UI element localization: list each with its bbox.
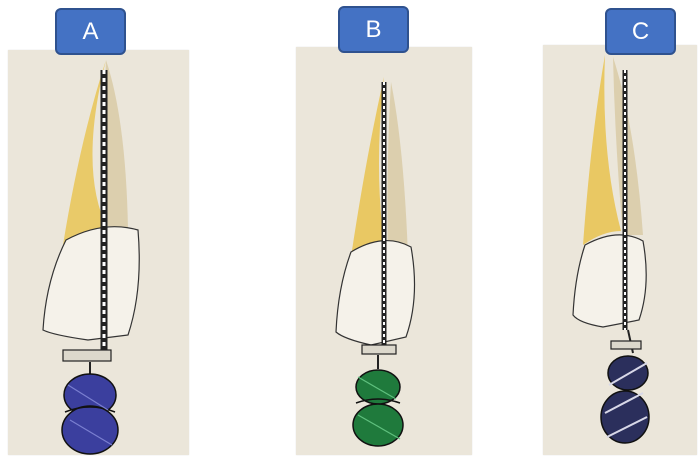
label-a: A [55, 8, 126, 55]
label-b: B [338, 6, 409, 53]
illustration-panel-b [296, 47, 472, 455]
label-c: C [605, 8, 676, 55]
illustration-panel-c [543, 45, 697, 455]
tooth-file-drawing-a [8, 50, 189, 455]
file-handle-c [601, 356, 649, 443]
tooth-file-drawing-c [543, 45, 697, 455]
tooth-file-drawing-b [296, 47, 472, 455]
file-handle-a [62, 374, 118, 454]
illustration-panel-a [8, 50, 189, 455]
